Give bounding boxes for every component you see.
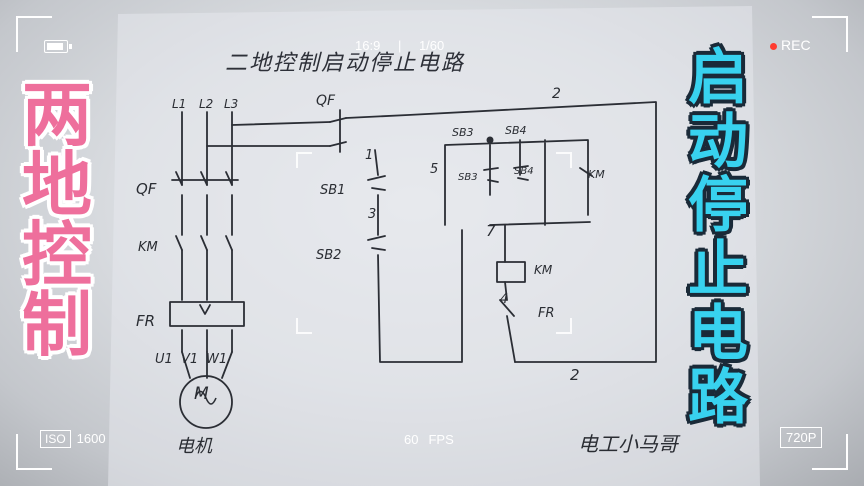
fps-readout: 60 FPS [404, 432, 454, 447]
resolution-badge: 720P [780, 427, 823, 448]
motor-wires [181, 351, 233, 379]
sb1-label: SB1 [320, 183, 346, 198]
km-main-contacts [175, 235, 233, 251]
frame-corner-br [812, 434, 848, 470]
motor-squiggle [195, 390, 217, 405]
battery-icon [44, 40, 72, 53]
frame-corner-tr [812, 16, 848, 52]
sb3-label: SB3 [452, 126, 474, 139]
top-readout: 16:9 | 1/60 [355, 38, 444, 53]
km-aux-label: KM [588, 168, 605, 181]
rec-label: REC [781, 37, 811, 53]
terminal-w1: W1 [206, 352, 228, 367]
node-1: 1 [365, 148, 374, 163]
right-control-loop [444, 139, 591, 226]
overlay-right-char: 止 [688, 235, 748, 305]
frame-corner-tl [16, 16, 52, 52]
node-3: 3 [368, 207, 377, 222]
fr-contact [499, 299, 515, 317]
iso-value: 1600 [76, 431, 106, 446]
relay-label: FR [136, 312, 156, 330]
af-corner-br [556, 318, 572, 334]
fps-value: 60 [404, 432, 419, 447]
coil-wire [504, 224, 516, 363]
iso-label: ISO [40, 430, 71, 448]
motor-label: M [194, 384, 209, 404]
signature: 电工小马哥 [578, 432, 678, 456]
diagram-heading: 二地控制启动停止电路 [225, 51, 466, 76]
node-5: 5 [430, 162, 439, 177]
phase-label-l2: L2 [199, 97, 214, 111]
overlay-left-char: 地 [22, 144, 92, 226]
overlay-title-right: 启 动 停 止 电 路 [683, 48, 753, 432]
terminal-v1: V1 [181, 352, 199, 367]
top-rail [345, 101, 657, 363]
aspect-ratio: 16:9 [355, 38, 381, 53]
sb4-contact [513, 165, 529, 181]
terminal-u1: U1 [155, 352, 173, 367]
node-2-bottom: 2 [570, 366, 580, 384]
af-corner-tr [556, 152, 572, 168]
rec-dot-icon [770, 42, 777, 50]
control-tap [206, 121, 331, 147]
contactor-label: KM [138, 240, 158, 255]
sb3-contact [483, 167, 499, 183]
overlay-title-left: 两 地 控 制 [22, 80, 92, 360]
overlay-right-char: 启 [688, 43, 748, 113]
overlay-right-char: 动 [688, 107, 748, 177]
overlay-left-char: 两 [22, 74, 92, 156]
phase-label-l1: L1 [172, 97, 187, 111]
af-corner-bl [296, 318, 312, 334]
rec-indicator: REC [770, 37, 811, 53]
readout-separator: | [397, 38, 402, 53]
af-corner-tl [296, 152, 312, 168]
sb3-inner-label: SB3 [458, 172, 478, 183]
sb1-button [367, 175, 386, 191]
breaker-label: QF [136, 180, 157, 198]
sb2-button [367, 235, 386, 251]
control-qf-label: QF [316, 93, 336, 109]
iso-readout: ISO 1600 [40, 430, 106, 448]
junction-dot [486, 136, 494, 144]
qf-switch-blades [171, 171, 239, 186]
sb4-label: SB4 [505, 124, 527, 137]
overlay-right-char: 路 [688, 363, 748, 433]
km-coil-box [496, 261, 526, 283]
sb2-label: SB2 [316, 248, 342, 263]
shutter-speed: 1/60 [418, 38, 445, 53]
sb4-inner-label: SB4 [514, 166, 534, 177]
resolution-readout: 720P [780, 427, 823, 448]
overlay-right-char: 停 [688, 171, 748, 241]
fr-box [169, 301, 245, 327]
node-4: 4 [500, 292, 509, 307]
control-qf [329, 109, 347, 153]
km-coil-label: KM [534, 263, 553, 277]
overlay-left-char: 控 [22, 214, 92, 296]
fr-contact-label: FR [538, 306, 555, 321]
overlay-left-char: 制 [22, 284, 92, 366]
phase-label-l3: L3 [224, 97, 239, 111]
frame-corner-bl [16, 434, 52, 470]
km-aux-contact [579, 167, 593, 177]
overlay-right-char: 电 [688, 299, 748, 369]
motor-caption: 电机 [176, 436, 212, 457]
node-2-top: 2 [552, 86, 561, 102]
node-7: 7 [486, 222, 496, 240]
motor-circle [179, 375, 233, 429]
control-left-wire [374, 149, 463, 363]
fps-label: FPS [428, 432, 454, 447]
paper-sheet [108, 6, 760, 486]
